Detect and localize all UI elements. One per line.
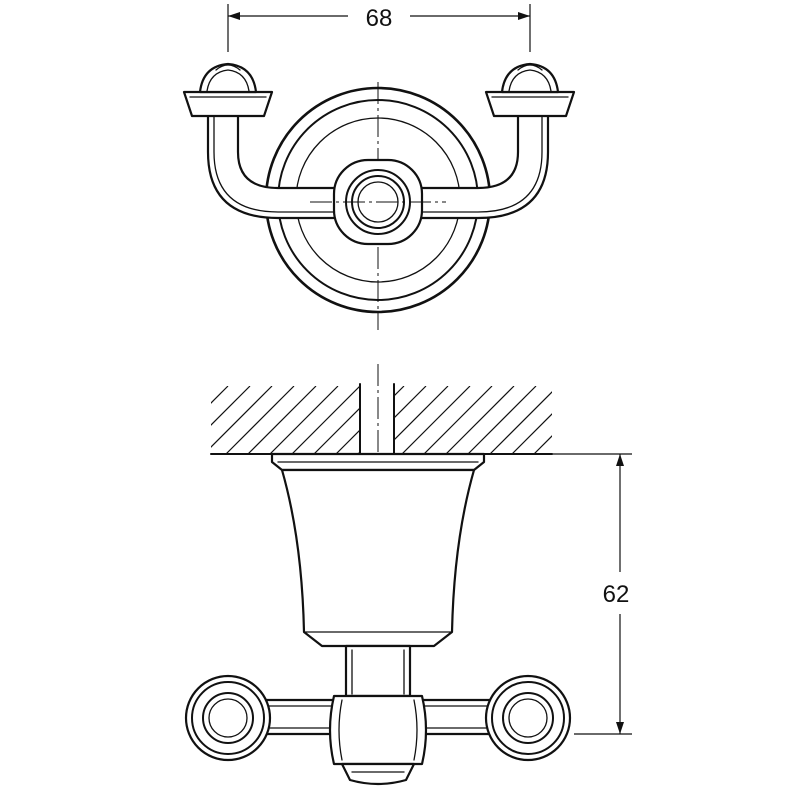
- side-view: 62: [184, 364, 632, 786]
- hook-cap-right: [484, 62, 576, 118]
- wall-flange: [270, 452, 486, 472]
- width-dimension: 68: [227, 4, 531, 52]
- wall-hatching: [211, 386, 552, 454]
- stem: [344, 644, 412, 698]
- bell-body: [280, 468, 476, 648]
- wall-section: [210, 383, 553, 456]
- top-view: 68: [182, 4, 576, 330]
- hook-cap-left: [182, 62, 274, 118]
- height-dimension: 62: [552, 453, 632, 735]
- width-dimension-label: 68: [366, 5, 393, 32]
- hook-end-right: [484, 674, 572, 762]
- height-dimension-label: 62: [603, 581, 630, 608]
- hook-arm-top-view: [206, 106, 550, 220]
- hook-cap-bottom: [340, 762, 416, 786]
- hook-end-left: [184, 674, 272, 762]
- collar: [328, 694, 428, 766]
